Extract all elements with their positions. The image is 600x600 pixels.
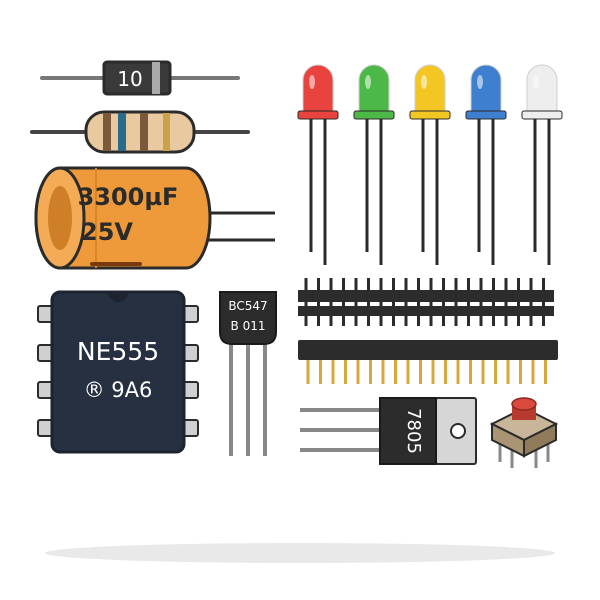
led-dome: [526, 64, 558, 113]
ic-label-code: ® 9A6: [84, 378, 153, 402]
led-rim: [409, 110, 451, 120]
transistor-label-code: B 011: [231, 319, 266, 333]
led-rim: [465, 110, 507, 120]
led-highlight: [365, 75, 371, 89]
regulator-label: 7805: [403, 408, 424, 454]
pin-header-male: [298, 278, 554, 326]
led-yellow: [409, 64, 451, 265]
led-white: [521, 64, 563, 265]
led-red: [297, 64, 339, 265]
led-highlight: [477, 75, 483, 89]
led-dome: [414, 64, 446, 113]
led-rim: [353, 110, 395, 120]
transistor-body: [219, 291, 277, 345]
led-rim: [297, 110, 339, 120]
regulator-7805: 7805: [300, 397, 477, 465]
diode: 10: [40, 60, 240, 96]
ic-notch: [108, 292, 128, 302]
button-cap-top: [511, 397, 537, 411]
led-dome: [302, 64, 334, 113]
led-dome: [358, 64, 390, 113]
regulator-mount-hole: [450, 423, 466, 439]
tactile-button: [489, 397, 559, 468]
led-blue: [465, 64, 507, 265]
ic-label-part: NE555: [77, 337, 159, 366]
resistor-band-brown: [103, 113, 111, 151]
resistor-band-brown-2: [140, 113, 148, 151]
capacitor: 3300µF 25V: [34, 166, 275, 270]
capacitor-label-voltage: 25V: [81, 218, 133, 246]
header-strip-bottom: [298, 306, 554, 316]
capacitor-end-recess: [48, 186, 72, 250]
led-highlight: [421, 75, 427, 89]
led-rim: [521, 110, 563, 120]
header-housing: [298, 340, 558, 360]
transistor-label-part: BC547: [228, 299, 267, 313]
resistor: [30, 110, 250, 154]
diode-cathode-band: [152, 62, 160, 94]
ic-body: [50, 290, 186, 454]
led-green: [353, 64, 395, 265]
led-highlight: [309, 75, 315, 89]
resistor-band-blue: [118, 113, 126, 151]
regulator-body: [379, 397, 437, 465]
ic-ne555: NE555 ® 9A6: [37, 290, 199, 454]
led-highlight: [533, 75, 539, 89]
button-base-right: [523, 422, 557, 458]
pin-header-right-angle: [298, 340, 558, 384]
header-strip-top: [298, 290, 554, 302]
transistor-bc547: BC547 B 011: [219, 291, 277, 456]
floor-shadow: [45, 543, 555, 563]
led-row: [297, 64, 563, 265]
capacitor-label-capacitance: 3300µF: [78, 183, 179, 211]
resistor-band-gold: [163, 113, 170, 151]
led-dome: [470, 64, 502, 113]
diode-label: 10: [117, 67, 142, 91]
